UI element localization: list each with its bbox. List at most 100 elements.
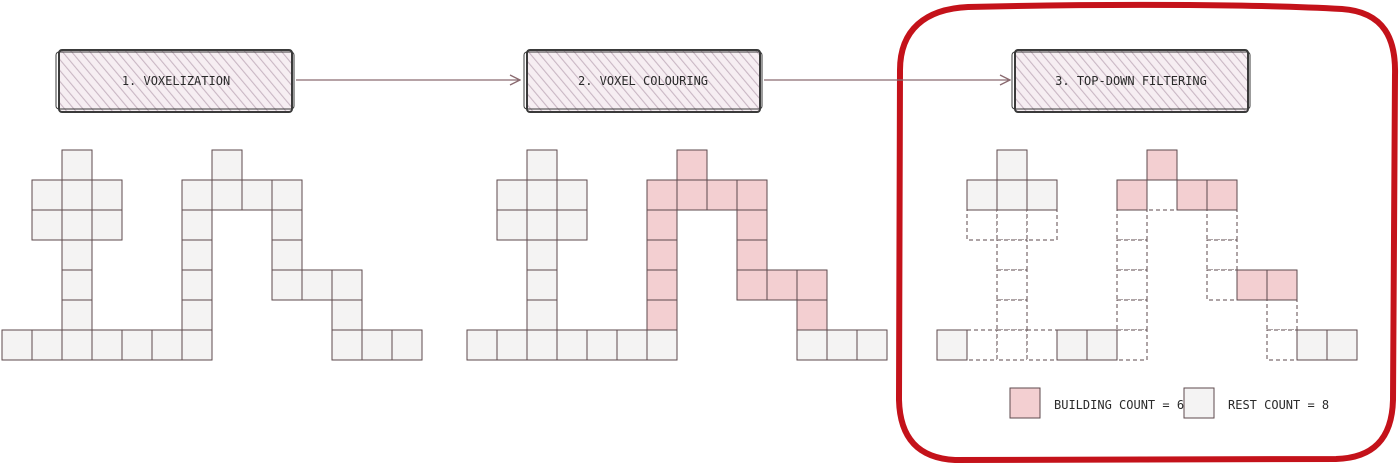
voxel-building (736, 269, 768, 301)
step-box-voxel-colouring: 2. VOXEL COLOURING (523, 49, 763, 113)
voxel-rest (211, 149, 243, 181)
voxel-rest (996, 149, 1028, 181)
voxel-rest (1326, 329, 1358, 361)
voxel-rest (526, 239, 558, 271)
voxel-rest (361, 329, 393, 361)
voxel-building (1116, 179, 1148, 211)
voxel-rest (586, 329, 618, 361)
voxel-rest (241, 179, 273, 211)
voxel-rest (856, 329, 888, 361)
voxel-building (1236, 269, 1268, 301)
voxel-removed (1026, 209, 1058, 241)
voxel-removed (1116, 299, 1148, 331)
voxel-grid-voxelization (1, 149, 423, 361)
voxel-rest (91, 179, 123, 211)
legend-building-label: BUILDING COUNT = 6 (1054, 398, 1184, 412)
voxel-rest (61, 269, 93, 301)
voxel-building (736, 239, 768, 271)
legend-rest-label: REST COUNT = 8 (1228, 398, 1329, 412)
voxel-rest (556, 179, 588, 211)
voxel-rest (526, 269, 558, 301)
voxel-removed (996, 329, 1028, 361)
voxel-rest (526, 179, 558, 211)
voxel-rest (1296, 329, 1328, 361)
voxel-removed (996, 239, 1028, 271)
voxel-building (736, 209, 768, 241)
voxel-removed (1266, 329, 1298, 361)
voxel-rest (271, 239, 303, 271)
voxel-building (706, 179, 738, 211)
voxel-rest (996, 179, 1028, 211)
voxel-grid-filtering (936, 149, 1358, 361)
voxel-building (796, 269, 828, 301)
voxel-rest (121, 329, 153, 361)
voxel-rest (646, 329, 678, 361)
voxel-rest (526, 329, 558, 361)
voxel-rest (331, 269, 363, 301)
voxel-removed (1116, 209, 1148, 241)
voxel-rest (616, 329, 648, 361)
voxel-rest (526, 209, 558, 241)
legend: BUILDING COUNT = 6 REST COUNT = 8 (1009, 387, 1329, 419)
step-box-voxelization: 1. VOXELIZATION (55, 49, 295, 113)
voxel-building (646, 179, 678, 211)
voxel-rest (556, 209, 588, 241)
voxel-removed (1146, 179, 1178, 211)
voxel-rest (391, 329, 423, 361)
step-label-voxel-colouring: 2. VOXEL COLOURING (578, 74, 708, 88)
voxel-removed (1206, 239, 1238, 271)
voxel-building (676, 179, 708, 211)
voxel-rest (526, 299, 558, 331)
voxel-removed (1206, 209, 1238, 241)
voxel-removed (966, 329, 998, 361)
voxel-removed (1116, 269, 1148, 301)
voxel-rest (181, 179, 213, 211)
voxel-removed (1116, 239, 1148, 271)
voxel-rest (301, 269, 333, 301)
step-label-top-down-filtering: 3. TOP-DOWN FILTERING (1055, 74, 1207, 88)
voxel-rest (271, 269, 303, 301)
voxel-rest (61, 149, 93, 181)
voxel-grid-colouring (466, 149, 888, 361)
voxel-building (1206, 179, 1238, 211)
voxel-rest (271, 179, 303, 211)
voxel-rest (61, 239, 93, 271)
voxel-building (646, 269, 678, 301)
voxel-building (796, 299, 828, 331)
voxel-removed (966, 209, 998, 241)
voxel-building (766, 269, 798, 301)
step-label-voxelization: 1. VOXELIZATION (122, 74, 230, 88)
voxel-rest (271, 209, 303, 241)
voxel-rest (151, 329, 183, 361)
voxel-removed (996, 299, 1028, 331)
voxel-rest (31, 209, 63, 241)
voxel-building (646, 239, 678, 271)
voxel-rest (496, 329, 528, 361)
voxel-rest (31, 179, 63, 211)
voxel-rest (496, 179, 528, 211)
voxel-rest (1086, 329, 1118, 361)
voxel-rest (61, 179, 93, 211)
voxel-removed (1116, 329, 1148, 361)
voxel-removed (1266, 299, 1298, 331)
highlight-frame (896, 1, 1399, 463)
voxel-rest (496, 209, 528, 241)
voxel-rest (181, 209, 213, 241)
voxel-rest (526, 149, 558, 181)
voxel-building (1266, 269, 1298, 301)
voxel-rest (211, 179, 243, 211)
voxel-rest (61, 299, 93, 331)
voxel-rest (91, 209, 123, 241)
voxel-building (676, 149, 708, 181)
voxel-rest (181, 329, 213, 361)
voxel-rest (61, 209, 93, 241)
voxel-removed (996, 209, 1028, 241)
voxel-rest (331, 329, 363, 361)
step-box-top-down-filtering: 3. TOP-DOWN FILTERING (1011, 49, 1251, 113)
voxel-rest (466, 329, 498, 361)
voxel-building (646, 299, 678, 331)
voxel-rest (181, 269, 213, 301)
voxel-rest (936, 329, 968, 361)
voxel-rest (181, 239, 213, 271)
